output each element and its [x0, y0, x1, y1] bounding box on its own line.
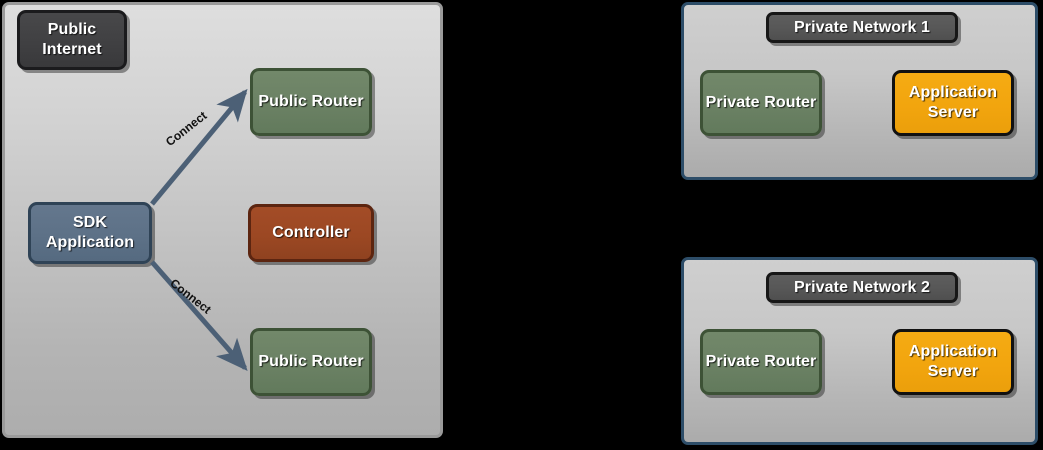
node-sdk-application[interactable]: SDK Application	[28, 202, 152, 264]
node-public-router-1[interactable]: Public Router	[250, 68, 372, 136]
node-private-router-1[interactable]: Private Router	[700, 70, 822, 136]
node-application-server-2[interactable]: Application Server	[892, 329, 1014, 395]
node-controller[interactable]: Controller	[248, 204, 374, 262]
private-network-1-title: Private Network 1	[766, 12, 958, 43]
node-application-server-1[interactable]: Application Server	[892, 70, 1014, 136]
node-public-internet[interactable]: Public Internet	[17, 10, 127, 70]
node-public-router-2[interactable]: Public Router	[250, 328, 372, 396]
private-network-2-title: Private Network 2	[766, 272, 958, 303]
node-private-router-2[interactable]: Private Router	[700, 329, 822, 395]
